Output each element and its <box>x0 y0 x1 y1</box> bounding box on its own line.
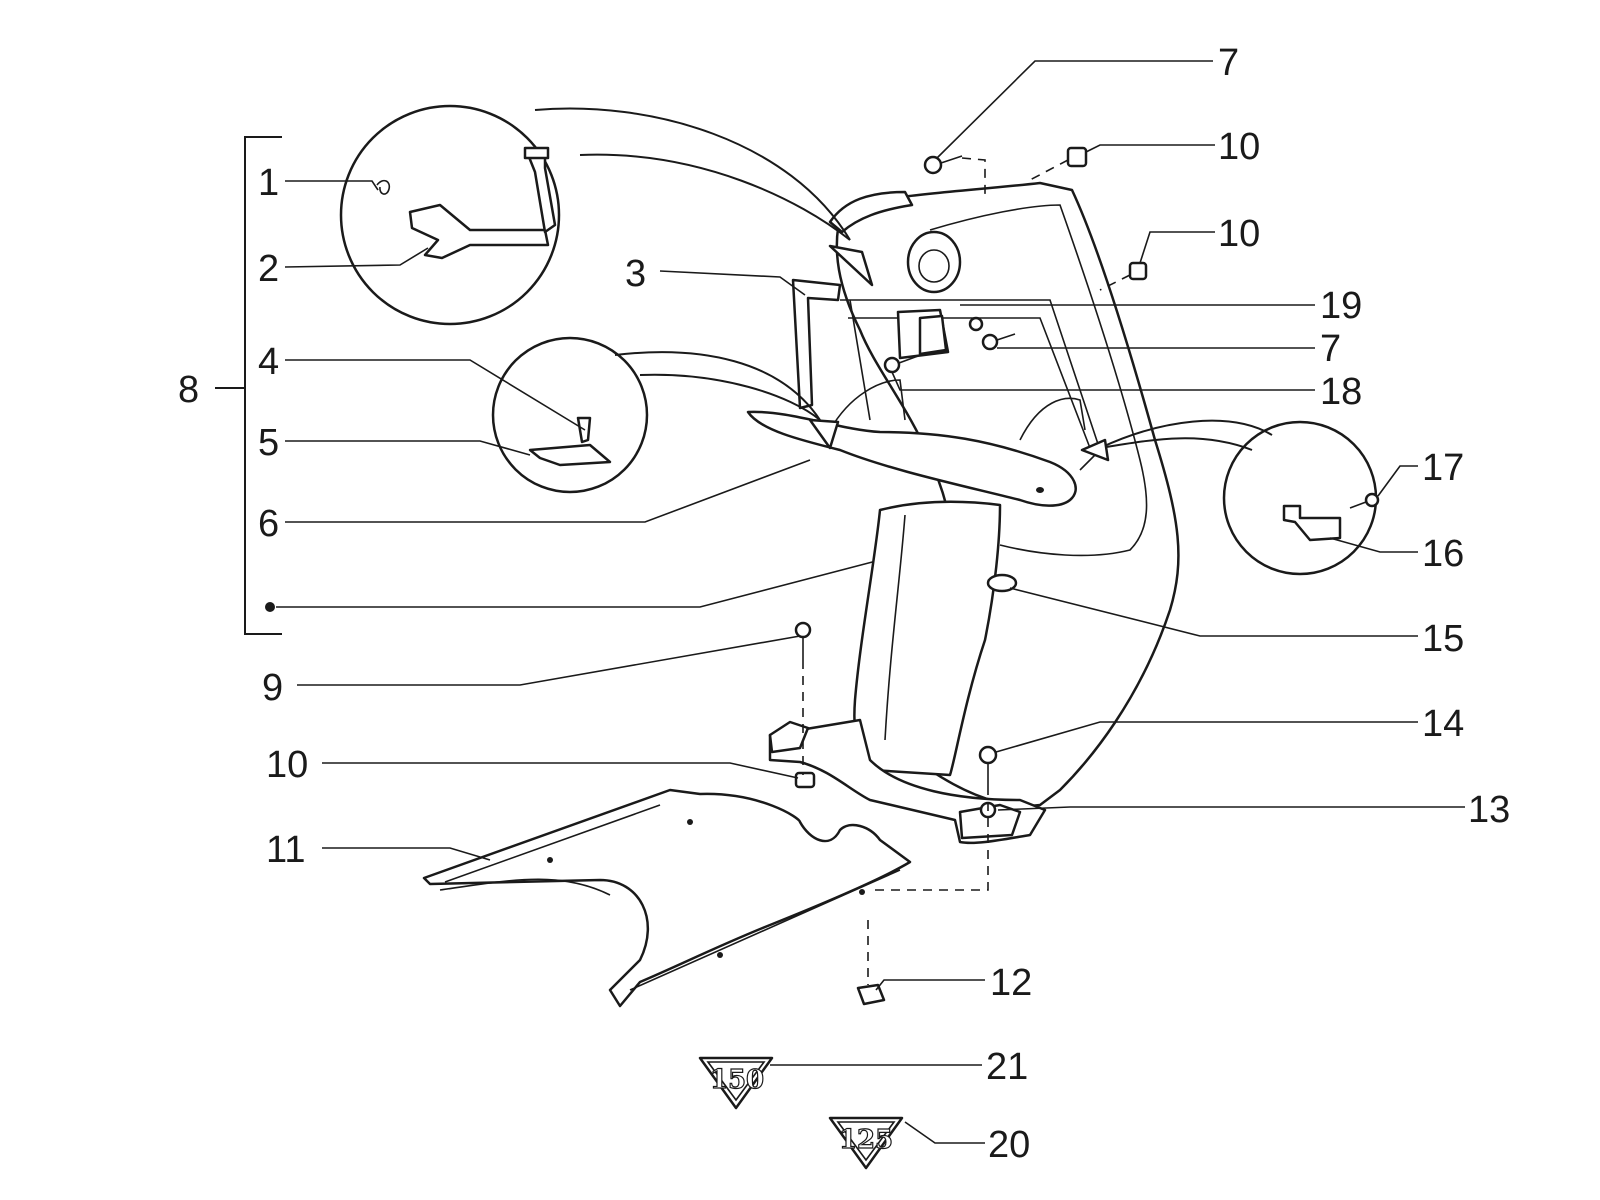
callout-10-bottom: 10 <box>266 744 308 786</box>
callout-15: 15 <box>1422 618 1464 660</box>
callout-labels: 1 2 3 4 5 6 7 7 8 9 10 10 10 11 12 13 14… <box>178 42 1510 1166</box>
detail-circle-top <box>339 104 874 326</box>
callout-7-top: 7 <box>1218 42 1239 84</box>
badge-150: 150 <box>698 1056 774 1110</box>
badge-150-text: 150 <box>710 1065 764 1095</box>
callout-5: 5 <box>258 422 279 464</box>
callout-6: 6 <box>258 503 279 545</box>
callout-8: 8 <box>178 369 199 411</box>
badge-125: 125 <box>828 1116 904 1170</box>
callout-2: 2 <box>258 248 279 290</box>
callout-11: 11 <box>266 829 305 871</box>
callout-9: 9 <box>262 667 283 709</box>
callout-20: 20 <box>988 1124 1030 1166</box>
assembly-bracket <box>215 136 881 635</box>
callout-10-top: 10 <box>1218 126 1260 168</box>
callout-1: 1 <box>258 162 279 204</box>
callout-13: 13 <box>1468 789 1510 831</box>
callout-18: 18 <box>1320 371 1362 413</box>
detail-circle-right <box>1080 419 1380 576</box>
callout-7-right: 7 <box>1320 328 1341 370</box>
detail-circle-mid <box>491 336 840 494</box>
callout-17: 17 <box>1422 447 1464 489</box>
part-11-floorboard <box>422 788 912 1008</box>
badge-125-text: 125 <box>839 1125 893 1155</box>
callout-3: 3 <box>625 253 646 295</box>
callout-16: 16 <box>1422 533 1464 575</box>
assembly-lines <box>802 157 1131 985</box>
leg-shield-body <box>768 181 1180 845</box>
part-3-frame <box>791 278 842 410</box>
callout-10-mid: 10 <box>1218 213 1260 255</box>
callout-14: 14 <box>1422 703 1464 745</box>
callout-4: 4 <box>258 341 279 383</box>
leader-lines <box>284 60 1465 1144</box>
callout-19: 19 <box>1320 285 1362 327</box>
callout-21: 21 <box>986 1046 1028 1088</box>
callout-12: 12 <box>990 962 1032 1004</box>
